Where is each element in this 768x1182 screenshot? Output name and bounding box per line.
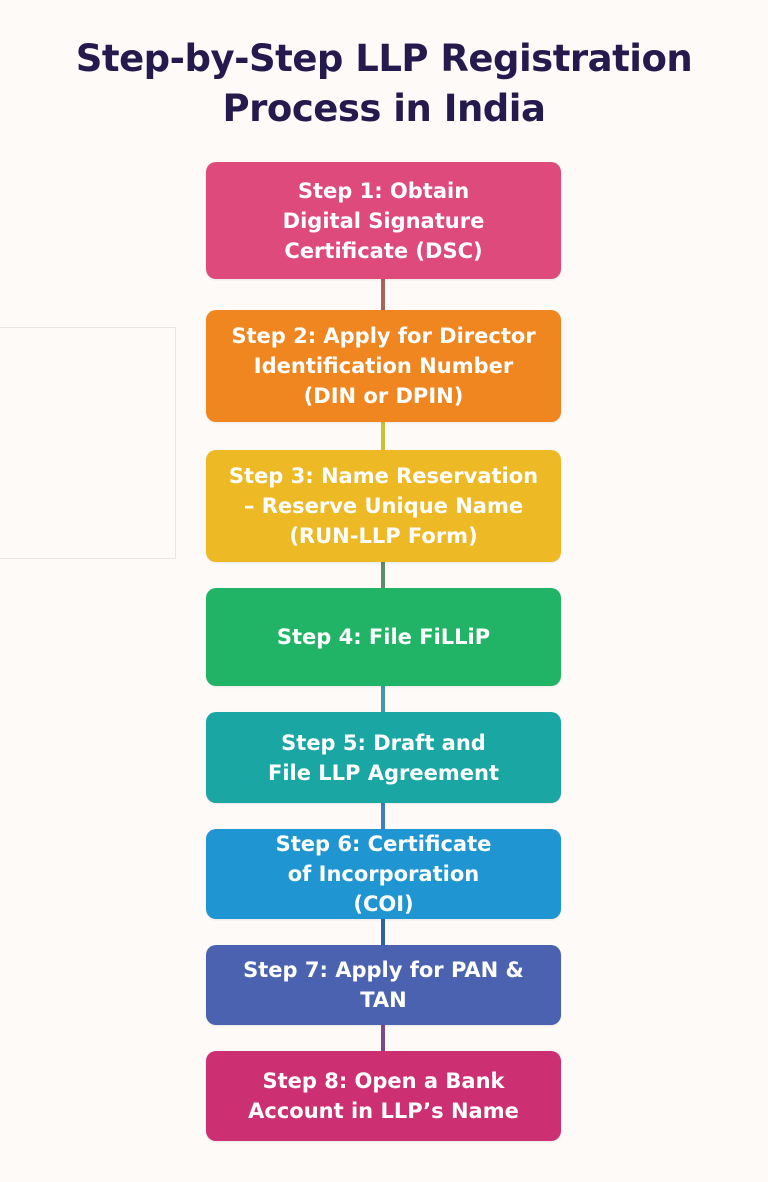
connector-2-3 bbox=[381, 421, 385, 451]
step-2-box: Step 2: Apply for Director Identificatio… bbox=[206, 310, 561, 422]
connector-5-6 bbox=[381, 802, 385, 830]
connector-3-4 bbox=[381, 561, 385, 589]
step-7-box: Step 7: Apply for PAN & TAN bbox=[206, 945, 561, 1025]
faded-side-panel bbox=[0, 327, 176, 559]
title-line-2: Process in India bbox=[222, 87, 546, 130]
connector-7-8 bbox=[381, 1024, 385, 1052]
step-3-box: Step 3: Name Reservation – Reserve Uniqu… bbox=[206, 450, 561, 562]
step-8-label: Step 8: Open a Bank Account in LLP’s Nam… bbox=[248, 1069, 519, 1123]
step-2-label: Step 2: Apply for Director Identificatio… bbox=[231, 324, 536, 408]
step-4-label: Step 4: File FiLLiP bbox=[276, 625, 491, 649]
connector-4-5 bbox=[381, 685, 385, 713]
step-1-label: Step 1: Obtain Digital Signature Certifi… bbox=[282, 178, 485, 263]
step-6-label: Step 6: Certificate of Incorporation (CO… bbox=[275, 832, 492, 916]
step-7-label: Step 7: Apply for PAN & TAN bbox=[243, 958, 524, 1012]
step-5-box: Step 5: Draft and File LLP Agreement bbox=[206, 712, 561, 803]
step-1-box: Step 1: Obtain Digital Signature Certifi… bbox=[206, 162, 561, 279]
step-4-box: Step 4: File FiLLiP bbox=[206, 588, 561, 686]
step-5-label: Step 5: Draft and File LLP Agreement bbox=[268, 730, 499, 785]
step-3-label: Step 3: Name Reservation – Reserve Uniqu… bbox=[228, 464, 539, 548]
connector-1-2 bbox=[381, 279, 385, 311]
step-8-box: Step 8: Open a Bank Account in LLP’s Nam… bbox=[206, 1051, 561, 1141]
title-line-1: Step-by-Step LLP Registration bbox=[75, 37, 693, 80]
step-6-box: Step 6: Certificate of Incorporation (CO… bbox=[206, 829, 561, 919]
connector-6-7 bbox=[381, 918, 385, 946]
page-title: Step-by-Step LLP Registration Process in… bbox=[0, 34, 768, 134]
